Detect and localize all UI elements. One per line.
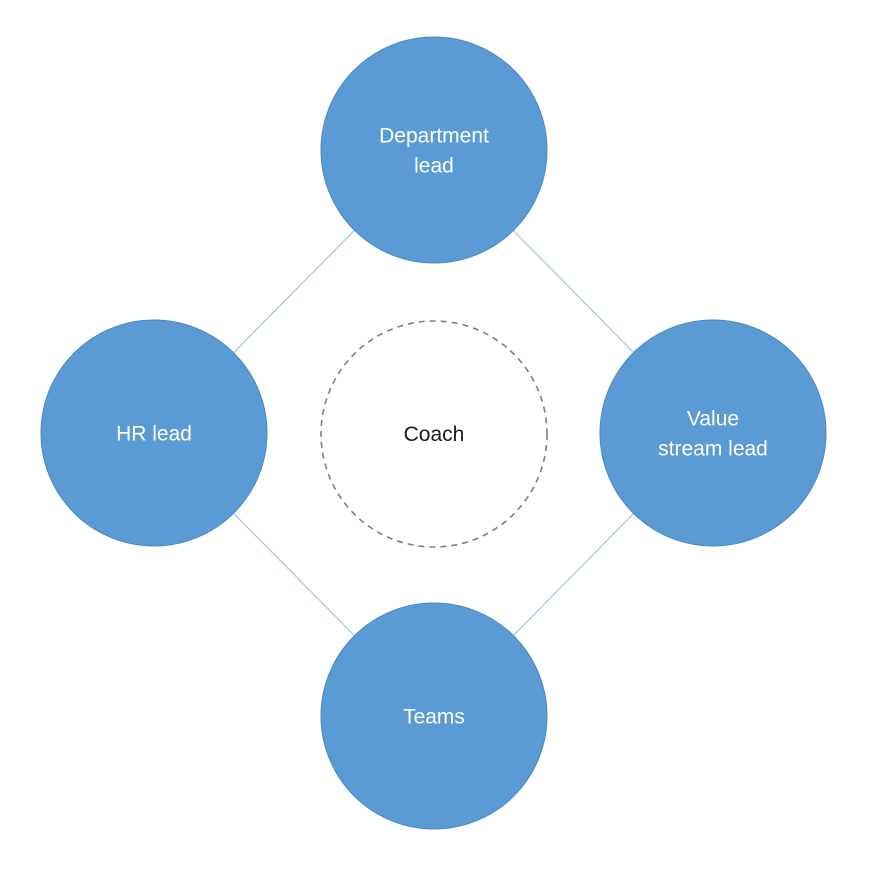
department-lead-circle xyxy=(320,36,548,264)
node-value-stream-lead: Value stream lead xyxy=(599,319,827,547)
department-lead-label: Department lead xyxy=(379,124,489,177)
value-stream-lead-label: Value stream lead xyxy=(658,407,768,460)
value-stream-lead-circle xyxy=(599,319,827,547)
node-hr-lead: HR lead xyxy=(40,319,268,547)
value-stream-lead-label-line: stream lead xyxy=(658,437,768,460)
department-lead-label-line: Department xyxy=(379,124,489,147)
hr-lead-circle xyxy=(40,319,268,547)
node-department-lead: Department lead xyxy=(320,36,548,264)
center-node-coach: Coach xyxy=(320,320,548,548)
value-stream-lead-label-line: Value xyxy=(687,407,739,430)
connector-lines xyxy=(233,229,635,637)
coach-circle xyxy=(320,320,548,548)
teams-label: Teams xyxy=(403,705,465,728)
connector-department-lead-to-value-stream-lead xyxy=(512,230,635,353)
connector-hr-lead-to-department-lead xyxy=(233,229,355,354)
node-teams: Teams xyxy=(320,602,548,830)
connector-value-stream-lead-to-teams xyxy=(512,513,635,636)
hr-lead-label-line: HR lead xyxy=(116,422,192,445)
teams-label-line: Teams xyxy=(403,705,465,728)
teams-circle xyxy=(320,602,548,830)
coach-label: Coach xyxy=(404,423,465,446)
department-lead-label-line: lead xyxy=(414,154,454,177)
connector-teams-to-hr-lead xyxy=(233,512,355,637)
hr-lead-label: HR lead xyxy=(116,422,192,445)
